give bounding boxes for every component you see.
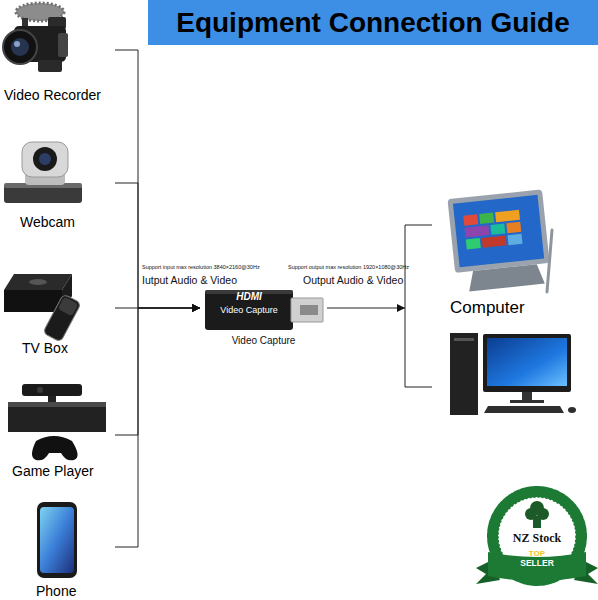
spec-note: Support input max resolution 3840×2160@3… — [142, 264, 260, 270]
device-node: Webcam — [0, 130, 115, 236]
screen-tile — [479, 213, 494, 224]
badge-icon — [533, 516, 541, 528]
tower-bay — [454, 338, 474, 341]
connector-arrow — [327, 308, 405, 309]
monitor-screen — [487, 338, 567, 386]
lens-glint — [14, 41, 20, 47]
screen-tile — [466, 238, 481, 249]
usb-plug — [291, 298, 323, 322]
tv-remote — [43, 294, 81, 342]
connector-arrow — [115, 50, 200, 308]
tablet-illustration — [447, 189, 551, 292]
keyboard — [484, 406, 564, 413]
bracket-tick — [405, 387, 432, 388]
remote-body — [43, 294, 81, 342]
port-label: Output Audio & Video — [303, 274, 403, 286]
bracket-tick — [405, 225, 432, 226]
device-label: TV Box — [22, 340, 68, 356]
camcorder-screen — [58, 33, 68, 57]
capture-illustration — [205, 290, 323, 330]
tvbox-logo — [29, 279, 47, 285]
device-node: Video Recorder — [0, 0, 115, 106]
screen-tile — [495, 210, 520, 222]
monitor-base — [510, 400, 544, 403]
title-text: Equipment Connection Guide — [148, 0, 598, 45]
connector-arrow — [115, 308, 200, 435]
badge-illustration — [476, 490, 598, 584]
screen-tile — [482, 235, 507, 247]
tablet-keyboard — [467, 264, 545, 292]
tvbox-top — [4, 274, 72, 290]
screen-tile — [465, 225, 490, 237]
capture-body — [205, 290, 293, 330]
device-node: Game Player — [0, 378, 115, 484]
screen-tile — [463, 214, 478, 225]
capture-label: Video Capture — [200, 335, 327, 347]
game-controller — [32, 436, 78, 460]
lens-glass — [11, 38, 29, 56]
webcam-lens — [33, 147, 57, 171]
screen-tile — [490, 223, 505, 234]
device-label: Video Recorder — [4, 87, 101, 103]
kinect-stand — [48, 396, 56, 402]
tablet-frame — [447, 189, 549, 273]
connector-arrow — [115, 183, 200, 308]
screen-tile — [508, 234, 523, 245]
computer-node: Computer — [405, 185, 598, 425]
kinect-sensor — [22, 384, 82, 396]
kinect-lens — [37, 387, 43, 393]
monitor-frame — [483, 334, 571, 392]
connector-arrow — [115, 308, 200, 547]
device-label: Phone — [36, 583, 76, 599]
console-illustration — [8, 384, 106, 460]
usb-tongue — [300, 305, 318, 315]
camcorder-grip — [38, 60, 62, 72]
tablet-screen — [453, 195, 544, 268]
console-body — [8, 402, 106, 432]
console-top — [8, 402, 106, 407]
camcorder-illustration — [3, 3, 68, 72]
connector-arrow — [115, 308, 200, 309]
remote-pad — [58, 297, 79, 317]
camcorder-lens — [3, 30, 37, 64]
webcam-glass — [39, 153, 51, 165]
webcam-illustration — [4, 142, 82, 203]
device-node: Phone — [0, 495, 115, 600]
badge-node: NZ StockTOPSELLER — [484, 486, 590, 596]
device-node: TV Box — [0, 255, 115, 361]
spec-note: Support output max resolution 1920×1080@… — [288, 264, 409, 270]
mouse — [568, 407, 576, 413]
computer-label: Computer — [450, 298, 525, 318]
desktop-illustration — [450, 333, 576, 415]
capture-label: HDMI — [205, 291, 293, 303]
badge-text: TOP — [484, 549, 590, 558]
port-label: Iutput Audio & Video — [142, 274, 237, 286]
tvbox-illustration — [4, 274, 81, 342]
monitor-stand — [522, 392, 532, 401]
device-label: Webcam — [20, 214, 75, 230]
badge-text: NZ Stock — [484, 532, 590, 546]
badge-text: SELLER — [484, 559, 590, 569]
tvbox-front — [4, 290, 62, 312]
webcam-head — [22, 142, 68, 177]
stylus — [547, 230, 552, 292]
capture-node: HDMIVideo CaptureVideo Capture — [200, 286, 327, 352]
pc-tower — [450, 333, 478, 415]
screen-tile — [506, 222, 521, 233]
bracket-line — [405, 225, 406, 387]
badge-icon — [530, 501, 544, 515]
phone-body — [37, 502, 77, 578]
device-label: Game Player — [12, 463, 94, 479]
phone-illustration — [37, 502, 77, 578]
title-banner — [148, 0, 598, 45]
phone-screen — [40, 507, 74, 573]
capture-label: Video Capture — [205, 305, 293, 315]
